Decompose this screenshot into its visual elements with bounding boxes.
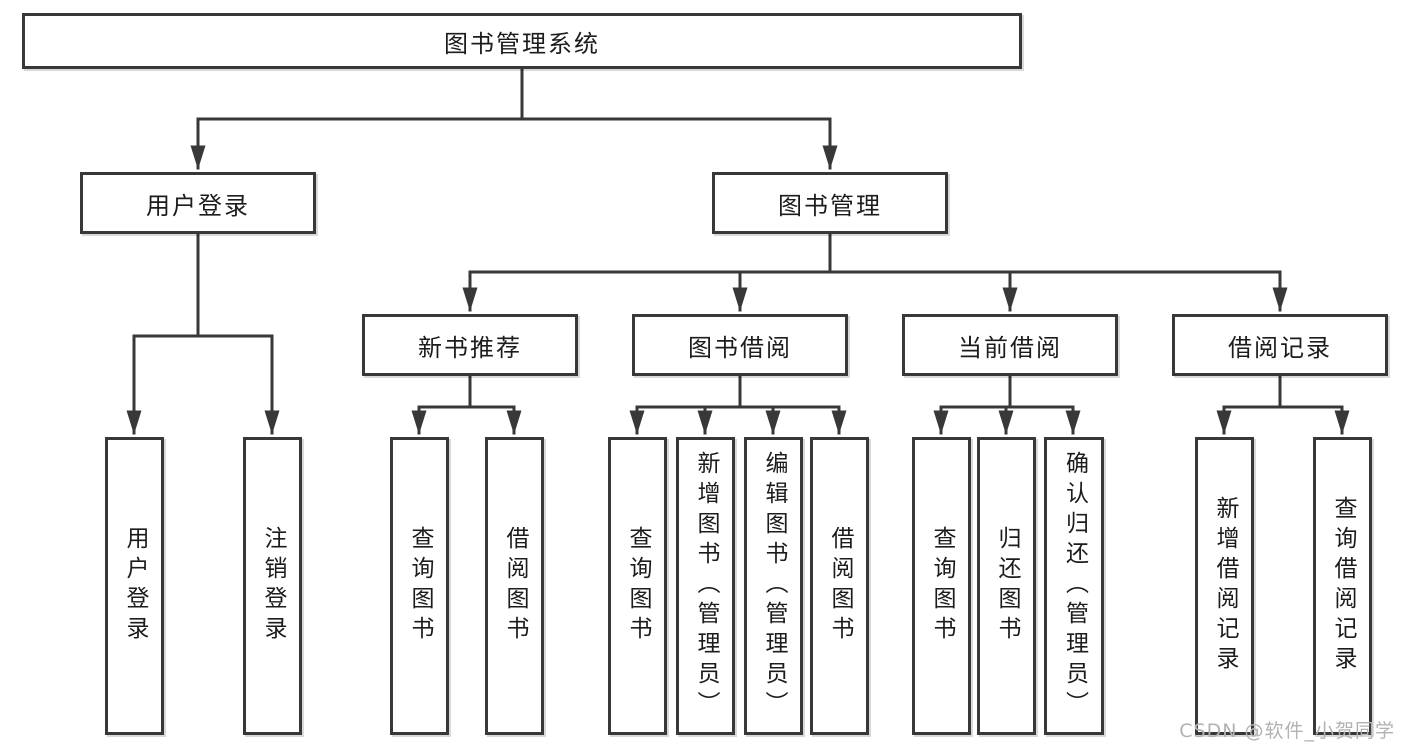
leaf-add-book-admin-label: 新增图书（管理员） <box>693 451 719 721</box>
node-library-system: 图书管理系统 <box>22 13 1022 69</box>
node-book-borrowing: 图书借阅 <box>632 314 848 376</box>
node-current-borrowing-label: 当前借阅 <box>958 333 1062 362</box>
leaf-borrow-books-label: 借阅图书 <box>827 526 853 646</box>
node-current-borrowing: 当前借阅 <box>902 314 1118 376</box>
leaf-user-login-label: 用户登录 <box>122 526 148 646</box>
leaf-query-books-current: 查询图书 <box>912 437 971 735</box>
leaf-query-borrow-record: 查询借阅记录 <box>1313 437 1372 735</box>
leaf-edit-book-admin: 编辑图书（管理员） <box>744 437 803 735</box>
node-new-book-recommend-label: 新书推荐 <box>418 333 522 362</box>
leaf-borrow-books: 借阅图书 <box>810 437 869 735</box>
leaf-query-borrow-record-label: 查询借阅记录 <box>1330 496 1356 676</box>
node-borrowing-records: 借阅记录 <box>1172 314 1388 376</box>
node-library-system-label: 图书管理系统 <box>444 29 600 58</box>
leaf-user-login: 用户登录 <box>105 437 164 735</box>
leaf-return-books: 归还图书 <box>977 437 1036 735</box>
connector-lines <box>126 66 1350 435</box>
leaf-confirm-return-admin: 确认归还（管理员） <box>1044 437 1104 735</box>
leaf-edit-book-admin-label: 编辑图书（管理员） <box>761 451 787 721</box>
node-user-login: 用户登录 <box>80 172 316 234</box>
leaf-add-borrow-record-label: 新增借阅记录 <box>1212 496 1238 676</box>
node-book-borrowing-label: 图书借阅 <box>688 333 792 362</box>
leaf-query-books-borrowing: 查询图书 <box>608 437 667 735</box>
node-user-login-label: 用户登录 <box>146 191 250 220</box>
node-book-management: 图书管理 <box>712 172 948 234</box>
leaf-add-book-admin: 新增图书（管理员） <box>676 437 735 735</box>
node-new-book-recommend: 新书推荐 <box>362 314 578 376</box>
leaf-add-borrow-record: 新增借阅记录 <box>1195 437 1254 735</box>
leaf-logout-label: 注销登录 <box>260 526 286 646</box>
leaf-borrow-books-recommend: 借阅图书 <box>485 437 544 735</box>
leaf-query-books-recommend: 查询图书 <box>390 437 449 735</box>
leaf-confirm-return-admin-label: 确认归还（管理员） <box>1061 451 1088 721</box>
csdn-watermark: CSDN @软件_小贺同学 <box>1179 720 1395 742</box>
leaf-return-books-label: 归还图书 <box>994 526 1020 646</box>
node-book-management-label: 图书管理 <box>778 191 882 220</box>
node-borrowing-records-label: 借阅记录 <box>1228 333 1332 362</box>
leaf-query-books-recommend-label: 查询图书 <box>407 526 433 646</box>
leaf-borrow-books-recommend-label: 借阅图书 <box>502 526 528 646</box>
leaf-query-books-borrowing-label: 查询图书 <box>625 526 651 646</box>
leaf-logout: 注销登录 <box>243 437 302 735</box>
leaf-query-books-current-label: 查询图书 <box>929 526 955 646</box>
